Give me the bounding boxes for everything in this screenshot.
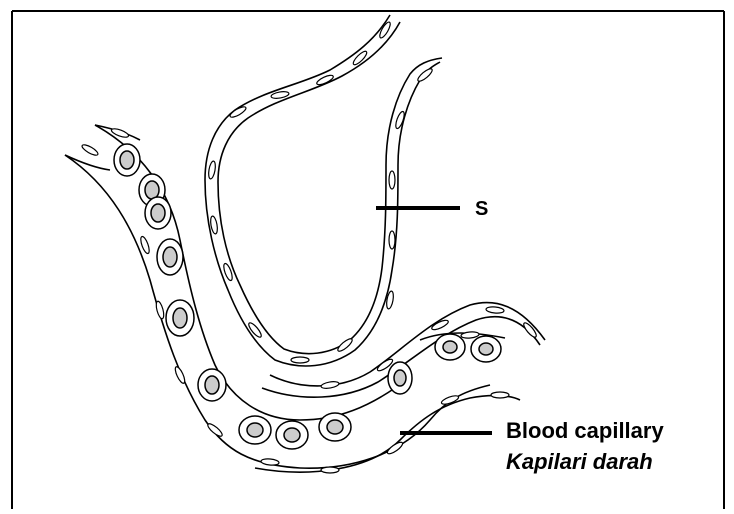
capillary-wall xyxy=(65,125,520,472)
label-kapilari-darah: Kapilari darah xyxy=(506,449,653,475)
rbc xyxy=(276,421,308,449)
label-blood-capillary: Blood capillary xyxy=(506,418,664,444)
rbc xyxy=(145,197,171,229)
rbc xyxy=(157,239,183,275)
rbc xyxy=(114,144,140,176)
rbc xyxy=(166,300,194,336)
rbc xyxy=(435,334,465,360)
rbc xyxy=(319,413,351,441)
rbc xyxy=(388,362,412,394)
rbc xyxy=(471,336,501,362)
squamous-cell-markings xyxy=(81,21,538,473)
label-s: S xyxy=(475,198,488,221)
rbc xyxy=(239,416,271,444)
rbc xyxy=(198,369,226,401)
